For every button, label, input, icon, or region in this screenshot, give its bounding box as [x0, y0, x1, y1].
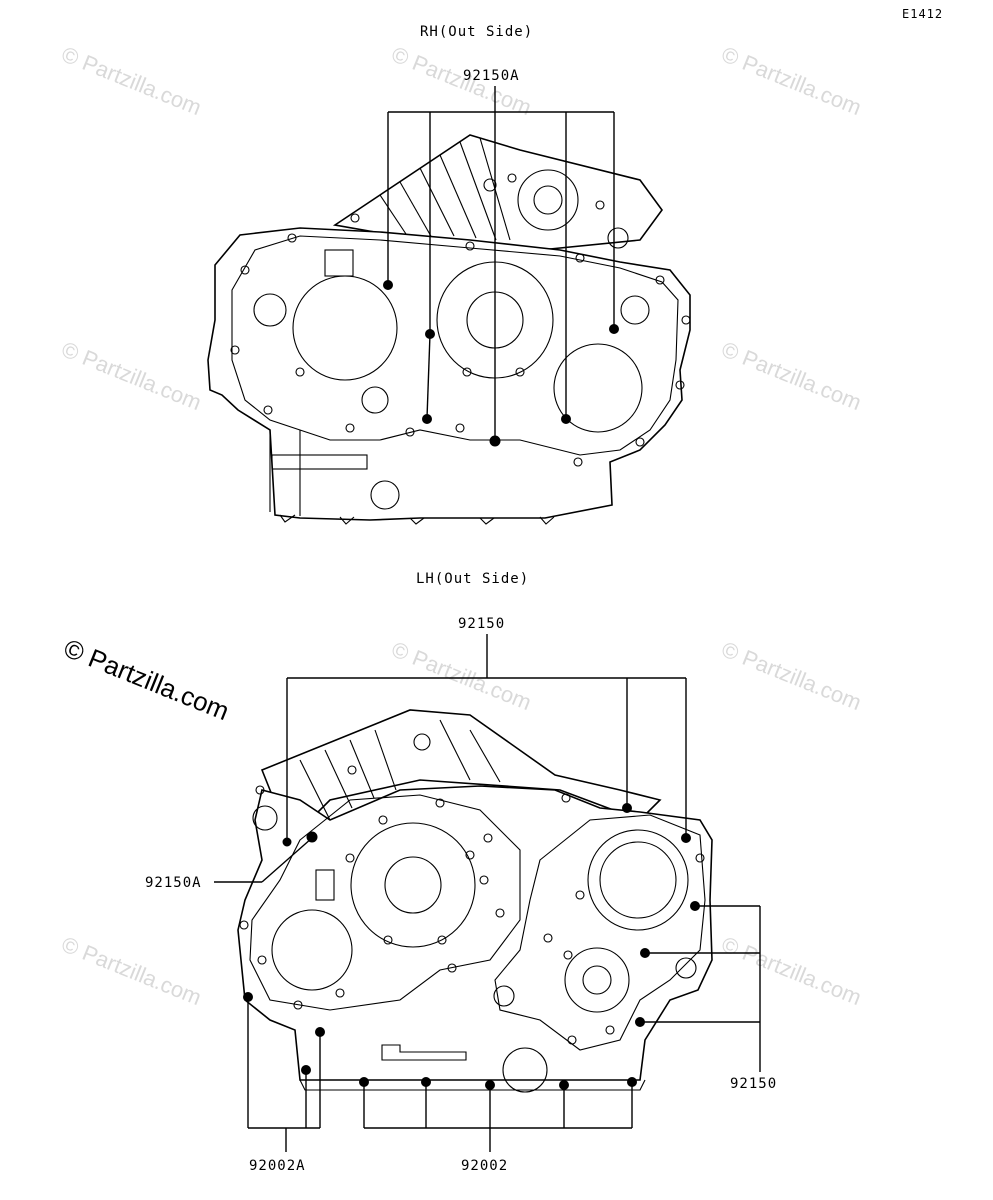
lh-bolt-markers [243, 803, 700, 1090]
lh-callout-top-92150: 92150 [458, 616, 505, 632]
watermark: © Partzilla.com [58, 41, 205, 120]
watermark: © Partzilla.com [718, 931, 865, 1010]
lh-callout-bottom-center-92002: 92002 [461, 1158, 508, 1174]
watermark: © Partzilla.com [718, 41, 865, 120]
watermark: © Partzilla.com [718, 336, 865, 415]
rh-leader-lines [387, 86, 615, 440]
watermark: © Partzilla.com [58, 931, 205, 1010]
lh-callout-right-92150: 92150 [730, 1076, 777, 1092]
rh-view-title: RH(Out Side) [420, 24, 533, 40]
watermark-large: © Partzilla.com [60, 633, 234, 726]
rh-callout-92150a: 92150A [463, 68, 520, 84]
lh-callout-bottom-left-92002a: 92002A [249, 1158, 306, 1174]
watermark: © Partzilla.com [58, 336, 205, 415]
watermark: © Partzilla.com [388, 636, 535, 715]
rh-crankcase-drawing [207, 134, 691, 525]
watermark: © Partzilla.com [718, 636, 865, 715]
lh-crankcase-drawing [237, 709, 713, 1093]
lh-leader-lines [214, 634, 761, 1152]
diagram-id: E1412 [902, 7, 943, 21]
lh-callout-left-92150a: 92150A [145, 875, 202, 891]
lh-view-title: LH(Out Side) [416, 571, 529, 587]
rh-bolt-markers [383, 280, 619, 447]
